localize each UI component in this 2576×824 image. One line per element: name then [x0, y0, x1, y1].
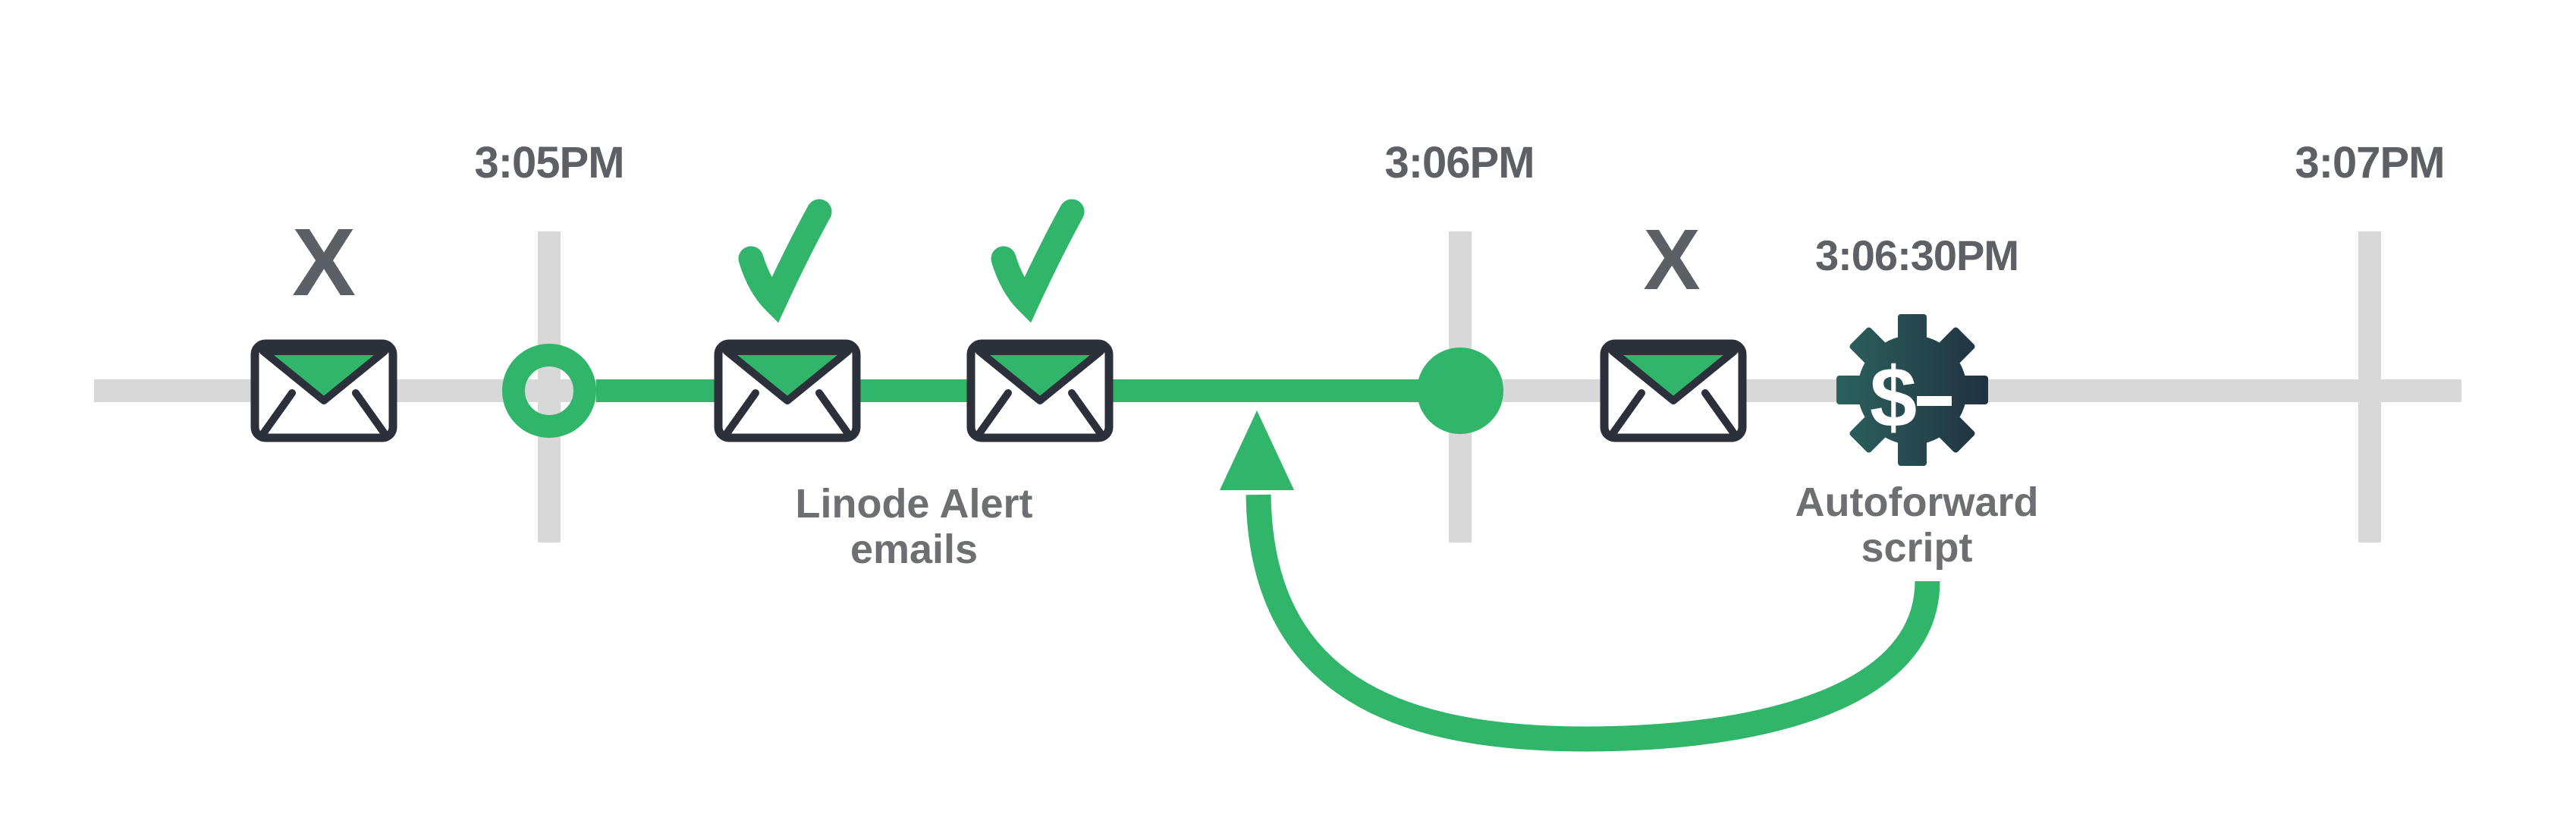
- linode-alert-caption-line2: emails: [850, 527, 978, 572]
- time-label-3-06: 3:06PM: [1384, 138, 1534, 187]
- time-label-3-06-30: 3:06:30PM: [1815, 231, 2018, 279]
- start-ring-icon: [502, 344, 596, 438]
- gear-script-icon: $: [1836, 314, 1988, 466]
- envelope-icon-blocked-2: [1600, 339, 1747, 442]
- x-icon-1: X: [292, 209, 356, 316]
- cursor-underscore-icon: [1917, 396, 1952, 406]
- time-label-3-07: 3:07PM: [2295, 138, 2444, 187]
- gear-body: [1836, 314, 1988, 466]
- envelope-icon-delivered-1: [714, 339, 861, 442]
- envelope-icon-delivered-2: [966, 339, 1114, 442]
- check-icon-2: [991, 199, 1085, 323]
- time-label-3-05: 3:05PM: [474, 138, 624, 187]
- dollar-prompt-icon: $: [1870, 350, 1917, 445]
- x-icon-2: X: [1643, 212, 1700, 307]
- loopback-arrow-arc: [1246, 494, 1940, 752]
- end-dot-icon: [1417, 348, 1503, 434]
- check-icon-1: [738, 199, 832, 323]
- linode-alert-caption-line1: Linode Alert: [795, 481, 1032, 527]
- autoforward-caption-line1: Autoforward: [1795, 480, 2039, 525]
- loopback-arrowhead: [1220, 410, 1294, 490]
- loopback-arrow-icon: [1220, 410, 1940, 752]
- autoforward-caption-line2: script: [1861, 525, 1972, 571]
- envelope-icon-blocked-1: [250, 339, 397, 442]
